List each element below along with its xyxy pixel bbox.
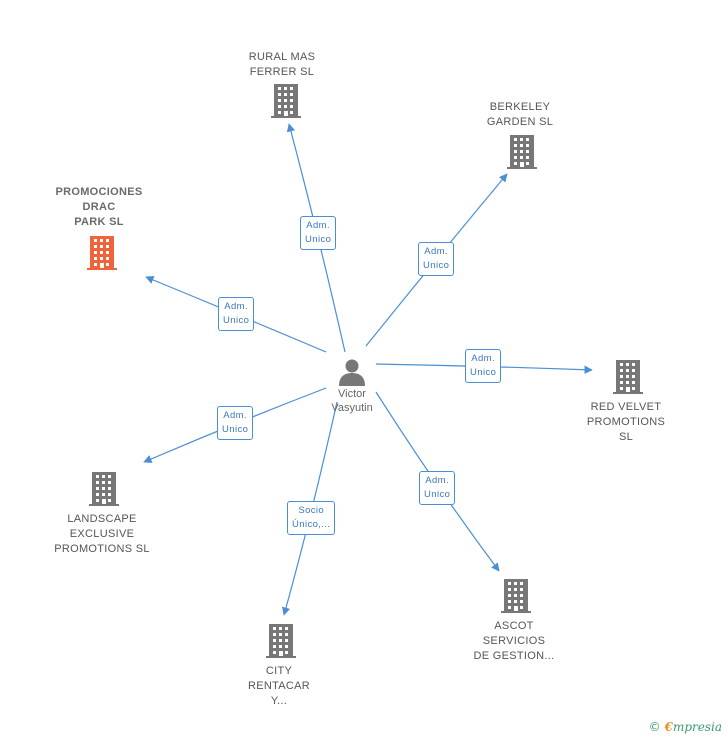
company-label-city[interactable]: CITY RENTACAR Y... (209, 664, 349, 709)
brand-logo-mark: € (664, 720, 673, 734)
company-node-redvelvet[interactable] (558, 360, 698, 394)
company-label-berkeley[interactable]: BERKELEY GARDEN SL (450, 100, 590, 130)
building-icon (266, 624, 296, 658)
building-icon (271, 84, 301, 118)
relation-badge-landscape[interactable]: Adm. Unico (217, 406, 254, 440)
company-name: PROMOCIONES DRAC PARK SL (55, 186, 143, 228)
company-label-rural[interactable]: RURAL MAS FERRER SL (212, 50, 352, 80)
company-node-promociones[interactable] (32, 236, 172, 270)
relation-badge-city[interactable]: Socio Único,... (287, 501, 336, 535)
company-node-berkeley[interactable] (452, 135, 592, 169)
building-icon (613, 360, 643, 394)
relation-badge-rural[interactable]: Adm. Unico (300, 216, 337, 250)
company-name: BERKELEY GARDEN SL (486, 101, 554, 128)
person-node-victor-vasyutin[interactable]: Victor Vasyutin (292, 357, 412, 415)
person-name: Victor Vasyutin (331, 388, 373, 414)
relation-badge-berkeley[interactable]: Adm. Unico (418, 242, 455, 276)
brand-logo-text: mpresia (672, 720, 722, 734)
empresia-footer[interactable]: ©€mpresia (649, 720, 722, 734)
company-name: ASCOT SERVICIOS DE GESTION... (473, 620, 555, 662)
company-name: CITY RENTACAR Y... (247, 665, 311, 707)
company-node-landscape[interactable] (34, 472, 174, 506)
copyright-icon: © (648, 720, 661, 734)
company-label-redvelvet[interactable]: RED VELVET PROMOTIONS SL (556, 400, 696, 445)
company-node-city[interactable] (211, 624, 351, 658)
person-icon (339, 359, 365, 386)
building-icon (89, 472, 119, 506)
company-label-ascot[interactable]: ASCOT SERVICIOS DE GESTION... (444, 619, 584, 664)
relation-badge-promociones[interactable]: Adm. Unico (218, 297, 255, 331)
relation-badge-redvelvet[interactable]: Adm. Unico (465, 349, 502, 383)
company-label-landscape[interactable]: LANDSCAPE EXCLUSIVE PROMOTIONS SL (32, 512, 172, 557)
company-name: RED VELVET PROMOTIONS SL (586, 401, 666, 443)
building-icon (507, 135, 537, 169)
building-icon (87, 236, 117, 270)
company-label-promociones[interactable]: PROMOCIONES DRAC PARK SL (29, 185, 169, 230)
company-name: RURAL MAS FERRER SL (248, 51, 316, 78)
relation-badge-ascot[interactable]: Adm. Unico (419, 471, 456, 505)
company-node-rural[interactable] (216, 84, 356, 118)
building-icon (501, 579, 531, 613)
company-name: LANDSCAPE EXCLUSIVE PROMOTIONS SL (54, 513, 150, 555)
company-node-ascot[interactable] (446, 579, 586, 613)
